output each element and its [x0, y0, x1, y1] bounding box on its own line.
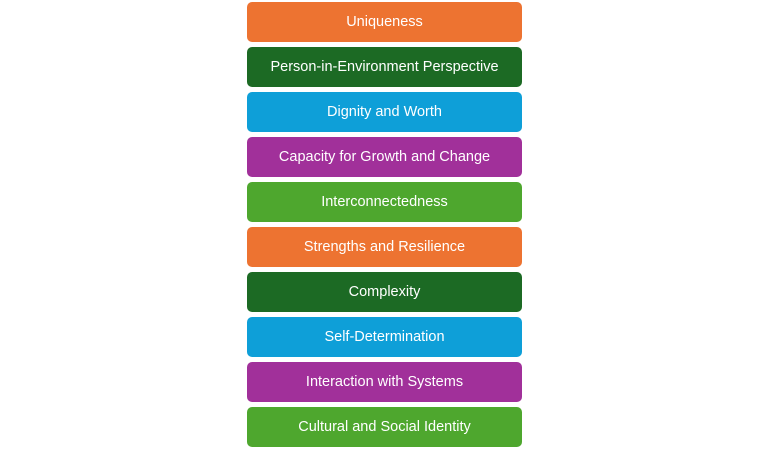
block-cultural-and-social-identity: Cultural and Social Identity — [247, 407, 522, 447]
principles-stack: Uniqueness Person-in-Environment Perspec… — [247, 2, 522, 447]
block-complexity: Complexity — [247, 272, 522, 312]
block-person-in-environment: Person-in-Environment Perspective — [247, 47, 522, 87]
block-self-determination: Self-Determination — [247, 317, 522, 357]
block-interconnectedness: Interconnectedness — [247, 182, 522, 222]
block-strengths-and-resilience: Strengths and Resilience — [247, 227, 522, 267]
block-uniqueness: Uniqueness — [247, 2, 522, 42]
block-interaction-with-systems: Interaction with Systems — [247, 362, 522, 402]
block-capacity-for-growth: Capacity for Growth and Change — [247, 137, 522, 177]
block-dignity-and-worth: Dignity and Worth — [247, 92, 522, 132]
